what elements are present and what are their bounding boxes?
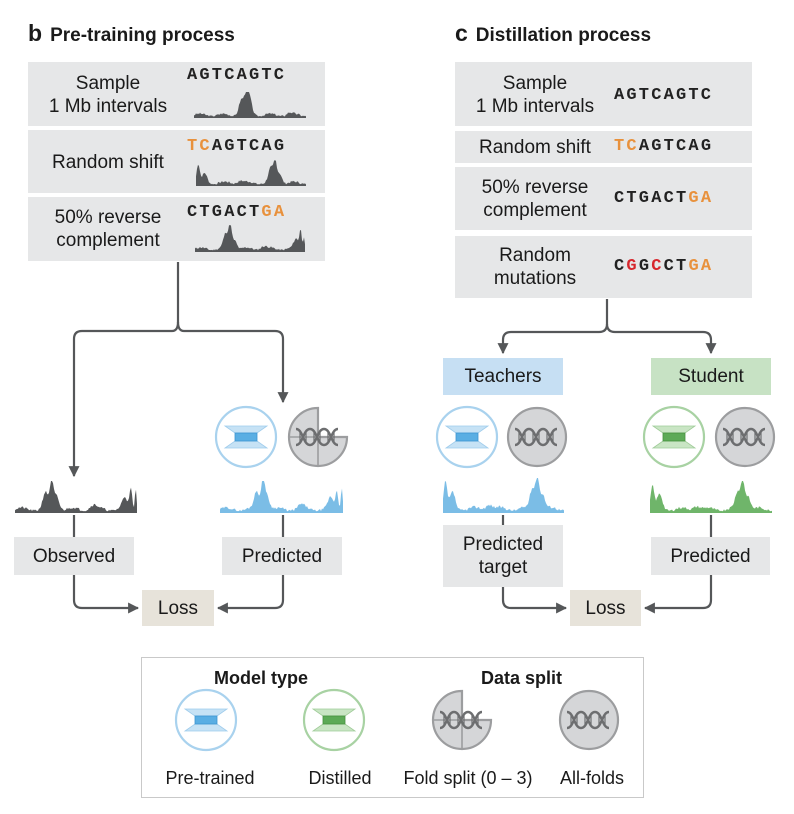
arrow-to-student [605,323,717,355]
label-line: Predicted [462,534,544,555]
distill-seq-revcomp: CTGACTGA [614,189,713,208]
observed-label: Observed [14,537,134,575]
sequence-segment: CTGACT [187,203,262,222]
distill-step-label-shift: Random shift [465,136,605,159]
label-line: Random shift [479,137,591,158]
pretraining-title: b Pre-training process [28,20,235,47]
student-all-folds-icon [716,408,774,466]
pretrain-seq-shift: TCAGTCAG [187,137,286,156]
fold-split-icon [289,408,347,466]
sequence-segment: GA [688,257,714,276]
label-line: 50% reverse [481,177,589,198]
teacher-all-folds-icon [508,408,566,466]
teacher-predicted-track [443,478,564,513]
loss-label-pretrain: Loss [142,590,214,626]
panel-letter-c: c [455,20,468,46]
label-line: 50% reverse [54,207,162,228]
sequence-segment: CTGACT [614,189,689,208]
pretrain-step-tracks [194,92,306,252]
label-line: Sample [75,73,141,94]
label-line: 1 Mb intervals [48,96,168,117]
student-predicted-track [650,481,772,513]
teacher-model-icon [435,405,499,469]
sequence-segment: AGTCAGTC [614,86,714,105]
distill-step-sample [455,62,752,126]
sequence-segment: TC [187,137,212,156]
label-line: complement [483,200,587,221]
predicted-target-label: Predicted target [443,525,563,587]
label-line: Sample [502,73,568,94]
legend-label-fold-split: Fold split (0 – 3) [403,768,533,788]
coverage-track-small [196,160,306,186]
distillation-title: c Distillation process [455,20,651,47]
pretrain-step-label-shift: Random shift [38,151,178,174]
distill-seq-sample: AGTCAGTC [614,86,713,105]
arrow-to-model [176,321,289,404]
sequence-segment: GA [688,189,714,208]
label-line: Random shift [52,152,164,173]
observed-track [15,481,137,513]
predicted-track-pretrain [220,481,343,513]
pretrain-seq-revcomp: CTGACTGA [187,203,286,222]
sequence-segment: G [638,257,652,276]
label-line: 1 Mb intervals [475,96,595,117]
legend-data-split-heading: Data split [481,668,563,688]
distill-connectors [497,299,717,614]
sequence-segment: TC [614,137,639,156]
sequence-segment: C [651,257,664,276]
predicted-to-loss-arrow [216,575,285,614]
label-line: target [478,557,528,578]
label-line: mutations [493,268,577,289]
pretrain-seq-sample: AGTCAGTC [187,66,286,85]
distill-step-revcomp [455,167,752,230]
pretraining-title-text: Pre-training process [50,25,235,46]
distill-step-mutations [455,236,752,298]
teachers-label: Teachers [443,358,563,395]
predicted-label-pretrain: Predicted [222,537,342,575]
sequence-segment: GA [261,203,287,222]
coverage-track-small [195,225,305,252]
panel-letter-b: b [28,20,43,46]
legend-label-all-folds: All-folds [559,768,625,788]
loss-label-distill: Loss [570,590,641,626]
distill-step-label-revcomp: 50% reverse complement [465,176,605,222]
observed-to-loss-arrow [72,575,140,614]
sequence-segment: C [614,257,627,276]
distill-step-label-sample: Sample 1 Mb intervals [465,72,605,118]
student-to-loss-arrow [643,575,713,614]
student-label: Student [651,358,771,395]
distill-step-label-mutations: Random mutations [465,244,605,290]
pretrained-model-icon [214,405,278,469]
sequence-segment: G [626,257,639,276]
distillation-title-text: Distillation process [475,25,652,46]
distill-seq-mutations: CGGCCTGA [614,257,713,276]
label-line: Random [499,245,571,266]
legend-label-pretrained: Pre-trained [165,768,255,788]
sequence-segment: AGTCAG [638,137,714,156]
arrow-to-teachers [497,299,609,355]
pretrain-connectors [68,262,289,614]
legend: Model type Data split Pre-trained Distil… [141,657,644,798]
sequence-segment: CT [663,257,689,276]
label-line: complement [56,230,160,251]
distill-seq-shift: TCAGTCAG [614,137,713,156]
student-model-icon [642,405,706,469]
arrow-to-observed [68,262,180,478]
coverage-track-small [194,92,306,118]
predicted-label-distill: Predicted [651,537,770,575]
pretrain-step-label-sample: Sample 1 Mb intervals [38,72,178,118]
pretrain-step-label-revcomp: 50% reverse complement [38,206,178,252]
sequence-segment: AGTCAG [211,137,287,156]
sequence-segment: AGTCAGTC [187,66,287,85]
target-to-loss-arrow [501,587,568,614]
legend-label-distilled: Distilled [308,768,372,788]
legend-model-type-heading: Model type [214,668,309,688]
distill-step-shift [455,131,752,163]
